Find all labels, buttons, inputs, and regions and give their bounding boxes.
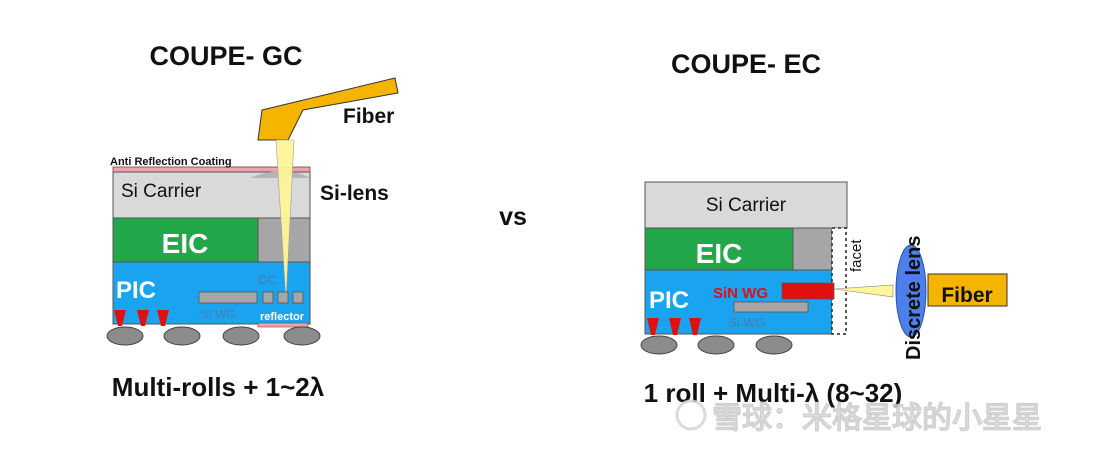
vs-label: vs	[499, 203, 527, 231]
right-lens-label: Discrete lens	[903, 235, 925, 360]
right-sin-wg-bar	[781, 282, 835, 300]
left-fiber-icon	[257, 77, 399, 141]
left-carrier-label: Si Carrier	[121, 181, 202, 202]
left-light-beam	[275, 139, 295, 303]
left-gc-label: GC	[258, 273, 276, 287]
right-carrier-label: Si Carrier	[706, 195, 787, 216]
right-si-wg-label: Si WG	[728, 315, 766, 330]
right-bump-1	[640, 335, 678, 355]
right-eic-label: EIC	[696, 238, 743, 269]
left-reflector-label: reflector	[260, 311, 305, 323]
left-bump-4	[283, 326, 321, 346]
left-caption: Multi-rolls + 1~2λ	[112, 372, 325, 402]
left-lens-label: Si-lens	[320, 182, 389, 205]
left-pic-label: PIC	[116, 277, 156, 304]
left-fiber-label: Fiber	[343, 105, 394, 128]
right-fiber-icon	[927, 273, 1008, 307]
watermark: 雪球：米格星球的小星星	[675, 399, 1042, 435]
right-tsv-2	[669, 318, 681, 335]
left-title: COUPE- GC	[149, 41, 302, 71]
right-light-beam	[833, 284, 894, 298]
right-facet-label: facet	[848, 239, 865, 272]
left-tsv-1	[114, 310, 126, 326]
snowball-logo-icon	[675, 399, 707, 431]
right-tsv-1	[647, 318, 659, 335]
left-gc-tooth-1	[262, 291, 274, 304]
left-reflector-strip	[257, 322, 309, 328]
right-bump-2	[697, 335, 735, 355]
left-bump-2	[163, 326, 201, 346]
right-si-carrier	[644, 181, 848, 229]
right-title: COUPE- EC	[671, 49, 821, 79]
left-tsv-2	[137, 310, 149, 326]
left-gc-tooth-3	[292, 291, 304, 304]
right-pic-label: PIC	[649, 287, 689, 314]
right-discrete-lens-icon	[895, 244, 927, 338]
right-fiber-label: Fiber	[941, 284, 992, 307]
right-tsv-3	[689, 318, 701, 335]
right-facet-box	[831, 227, 847, 335]
right-eic-dark-block	[792, 227, 833, 271]
left-si-carrier	[112, 171, 311, 219]
left-coating-label: Anti Reflection Coating	[110, 156, 232, 168]
right-bump-3	[755, 335, 793, 355]
left-gc-tooth-2	[277, 291, 289, 304]
left-tsv-3	[157, 310, 169, 326]
left-waveguide-label: Si WG	[201, 307, 236, 321]
right-si-wg-bar	[733, 301, 809, 313]
left-bump-3	[222, 326, 260, 346]
right-sin-wg-label: SiN WG	[713, 285, 768, 302]
left-waveguide-bar	[198, 291, 258, 304]
watermark-text: 雪球：米格星球的小星星	[712, 402, 1042, 435]
left-eic-label: EIC	[162, 228, 209, 259]
left-bump-1	[106, 326, 144, 346]
right-eic-block	[644, 227, 794, 271]
